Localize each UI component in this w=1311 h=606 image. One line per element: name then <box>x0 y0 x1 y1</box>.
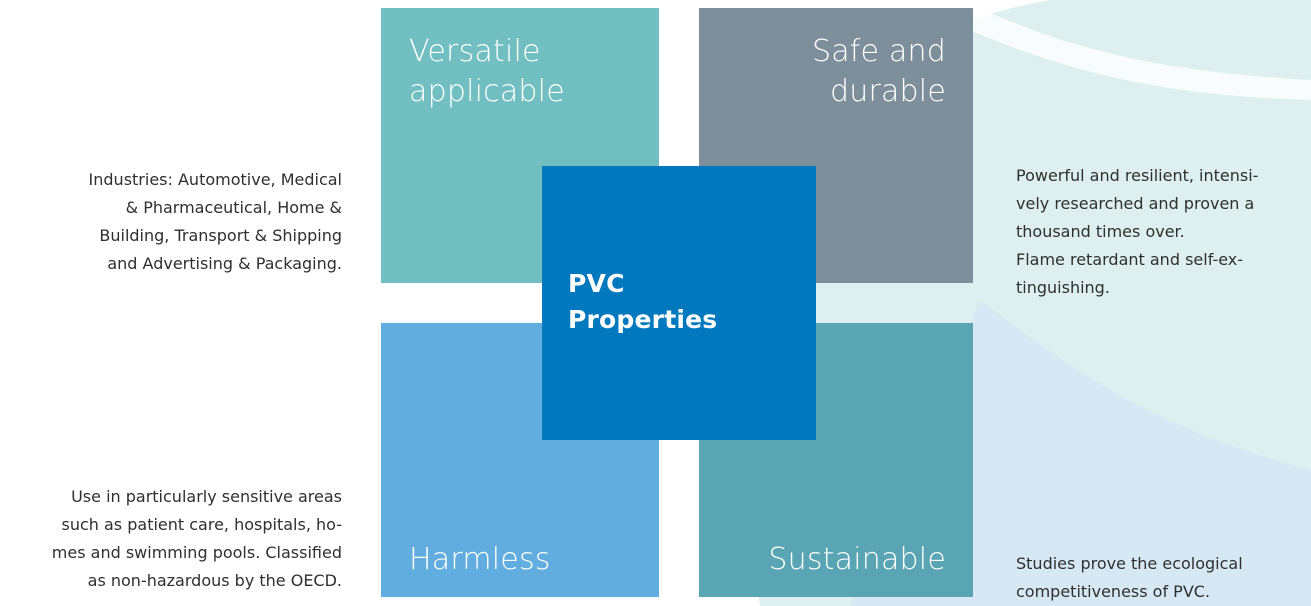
description-harmless: Use in particularly sensitive areas such… <box>52 483 342 595</box>
description-line: Powerful and resilient, intensi- <box>1016 166 1259 185</box>
tile-sustainable-line-1: Sustainable <box>768 542 946 577</box>
center-title-line-2: Properties <box>568 305 718 334</box>
description-line: vely researched and proven a <box>1016 194 1255 213</box>
description-line: and Advertising & Packaging. <box>107 254 342 273</box>
center-title-line-1: PVC <box>568 269 625 298</box>
description-line: tinguishing. <box>1016 278 1110 297</box>
tile-versatile-line-1: Versatile <box>409 34 541 69</box>
tile-harmless-line-1: Harmless <box>409 542 551 577</box>
background-shape-white-curve <box>945 0 1311 100</box>
description-line: such as patient care, hospitals, ho- <box>61 515 343 534</box>
tile-pvc-properties: PVC Properties <box>542 166 816 440</box>
description-line: as non-hazardous by the OECD. <box>87 571 342 590</box>
description-line: mes and swimming pools. Classified <box>51 543 342 562</box>
description-line: Use in particularly sensitive areas <box>71 487 342 506</box>
description-line: & Pharmaceutical, Home & <box>125 198 342 217</box>
description-line: Industries: Automotive, Medical <box>88 170 342 189</box>
description-safe-durable: Powerful and resilient, intensi- vely re… <box>1016 162 1258 302</box>
tile-safe-line-2: durable <box>829 74 946 109</box>
description-line: Flame retardant and self-ex- <box>1016 250 1244 269</box>
description-sustainable: Studies prove the ecological competitive… <box>1016 550 1243 606</box>
description-line: thousand times over. <box>1016 222 1185 241</box>
tile-versatile-line-2: applicable <box>409 74 565 109</box>
description-line: competitiveness of PVC. <box>1016 582 1211 601</box>
tile-safe-line-1: Safe and <box>811 34 946 69</box>
description-versatile: Industries: Automotive, Medical & Pharma… <box>89 166 342 278</box>
description-line: Building, Transport & Shipping <box>99 226 342 245</box>
description-line: Studies prove the ecological <box>1016 554 1243 573</box>
